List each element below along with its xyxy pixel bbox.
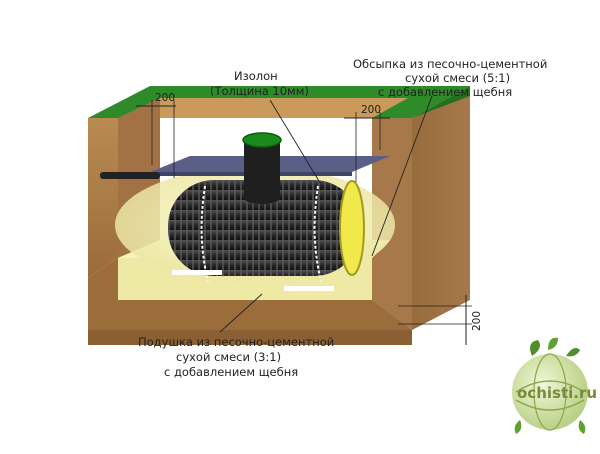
anchor-slab-right xyxy=(284,286,334,291)
dim-left-label: 200 xyxy=(155,92,175,104)
label-obsypka-2: сухой смеси (5:1) xyxy=(405,71,510,85)
leader-podushka xyxy=(219,293,263,333)
leader-izolon xyxy=(269,99,323,187)
logo-text: ochisti.ru xyxy=(517,384,597,402)
leader-obsypka xyxy=(371,95,433,257)
soil-bottom-front xyxy=(88,330,412,345)
label-obsypka-1: Обсыпка из песочно-цементной xyxy=(353,57,547,71)
label-podushka-2: сухой смеси (3:1) xyxy=(176,350,281,364)
tank-end-cap xyxy=(339,180,365,276)
anchor-slab-left xyxy=(172,270,222,275)
dim-right-label: 200 xyxy=(361,104,381,116)
manhole-lid xyxy=(242,132,282,148)
pit-back-wall xyxy=(118,98,408,118)
manhole-neck xyxy=(244,140,280,198)
tank-strap-right xyxy=(313,185,322,283)
manhole-neck-bottom xyxy=(244,192,280,204)
globe-leaf-icon xyxy=(512,337,588,434)
dim-height-label: 200 xyxy=(471,311,483,331)
tank-body xyxy=(168,180,360,276)
label-izolon-1: Изолон xyxy=(234,69,278,83)
label-izolon-2: (Толщина 10мм) xyxy=(210,84,309,98)
inlet-pipe xyxy=(100,172,160,179)
label-obsypka-3: с добавлением щебня xyxy=(378,85,512,99)
label-podushka-1: Подушка из песочно-цементной xyxy=(138,335,334,349)
label-podushka-3: с добавлением щебня xyxy=(164,365,298,379)
soil-front-left xyxy=(88,118,118,278)
